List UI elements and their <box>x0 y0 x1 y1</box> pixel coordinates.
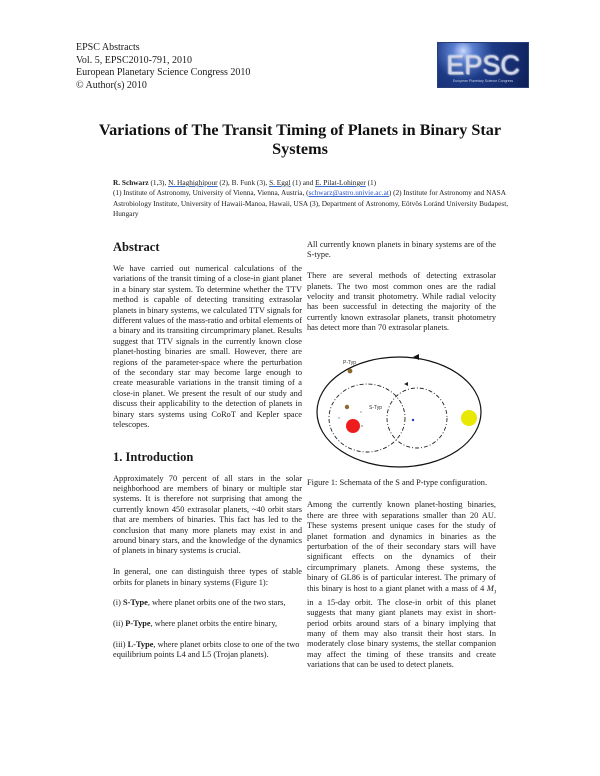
orbit-diagram: P-Typ S-Typ <box>316 354 482 468</box>
right-paragraph-1: All currently known planets in binary sy… <box>307 240 496 260</box>
orbit-type-s: (i) S-Type, where planet orbits one of t… <box>113 598 302 608</box>
orbit-type-l: (iii) L-Type, where planet orbits close … <box>113 640 302 661</box>
author-affiliation-ref: (1) <box>365 178 377 187</box>
orbit-type-name: L-Type <box>127 639 154 649</box>
publication-info: EPSC Abstracts Vol. 5, EPSC2010-791, 201… <box>76 42 250 92</box>
orbit-type-p: (ii) P-Type, where planet orbits the ent… <box>113 619 302 629</box>
orbit-type-name: S-Type <box>122 598 148 608</box>
p-type-label: P-Typ <box>343 360 356 366</box>
mass-symbol: M <box>486 583 494 593</box>
orbit-type-desc: , where planet orbits one of the two sta… <box>147 598 286 608</box>
list-prefix: (i) <box>113 598 123 608</box>
paragraph-text: in a 15-day orbit. The close-in orbit of… <box>307 597 496 670</box>
orbit-type-desc: , where planet orbits the entire binary, <box>150 619 278 629</box>
author-affiliation-ref: (1,3), <box>148 178 169 187</box>
abstract-heading: Abstract <box>113 240 160 254</box>
author-affiliation-ref: (1) and <box>290 178 316 187</box>
secondary-star <box>461 410 477 427</box>
list-prefix: (iii) <box>113 639 128 649</box>
author-affiliation-ref: (2), B. Funk (3), <box>217 178 270 187</box>
journal-name: EPSC Abstracts <box>76 42 140 53</box>
figure-1-schematic: P-Typ S-Typ <box>307 344 496 472</box>
paper-title: Variations of The Transit Timing of Plan… <box>98 121 502 158</box>
epsc-logo: EPSC European Planetary Science Congress <box>437 42 529 88</box>
introduction-heading: 1. Introduction <box>113 449 194 464</box>
orbit-type-desc: , where planet orbits close to one of th… <box>113 639 300 660</box>
affiliation-text: (1) Institute of Astronomy, University o… <box>113 188 309 198</box>
list-prefix: (ii) <box>113 619 126 629</box>
intro-paragraph-2: In general, one can distinguish three ty… <box>113 567 302 587</box>
logo-subtext: European Planetary Science Congress <box>452 79 514 83</box>
paragraph-text: Among the currently known planet-hosting… <box>307 500 496 593</box>
primary-star <box>346 419 360 434</box>
s-type-label: S-Typ <box>369 405 382 411</box>
left-column: Abstract We have carried out numerical c… <box>113 240 302 671</box>
right-paragraph-2: There are several methods of detecting e… <box>307 271 496 333</box>
copyright-line: © Author(s) 2010 <box>76 79 147 91</box>
right-column: All currently known planets in binary sy… <box>307 240 496 681</box>
author-block: R. Schwarz (1,3), N. Haghighipour (2), B… <box>113 178 533 220</box>
volume-info: Vol. 5, EPSC2010-791, 2010 <box>76 54 192 66</box>
mass-subscript: J <box>493 589 496 596</box>
orbit-type-name: P-Type <box>125 619 151 629</box>
right-paragraph-3: Among the currently known planet-hosting… <box>307 500 496 670</box>
intro-paragraph-1: Approximately 70 percent of all stars in… <box>113 473 302 556</box>
affiliation-text: ) (2) Institute for Astronomy and NASA A… <box>113 188 509 219</box>
email-link[interactable]: schwarz@astro.univie.ac.at <box>308 188 389 198</box>
logo-text: EPSC <box>446 50 520 80</box>
author-list: R. Schwarz (1,3), N. Haghighipour (2), B… <box>113 178 533 188</box>
author-link[interactable]: E. Pilat-Lohinger <box>315 178 366 187</box>
author-link[interactable]: S. Eggl <box>269 178 291 187</box>
affiliations: (1) Institute of Astronomy, University o… <box>113 188 533 219</box>
author-link[interactable]: N. Haghighipour <box>168 178 218 187</box>
conference-name: European Planetary Science Congress 2010 <box>76 67 251 78</box>
author-name: R. Schwarz <box>113 178 149 187</box>
figure-caption: Figure 1: Schemata of the S and P-type c… <box>307 478 488 488</box>
abstract-text: We have carried out numerical calculatio… <box>113 264 303 430</box>
